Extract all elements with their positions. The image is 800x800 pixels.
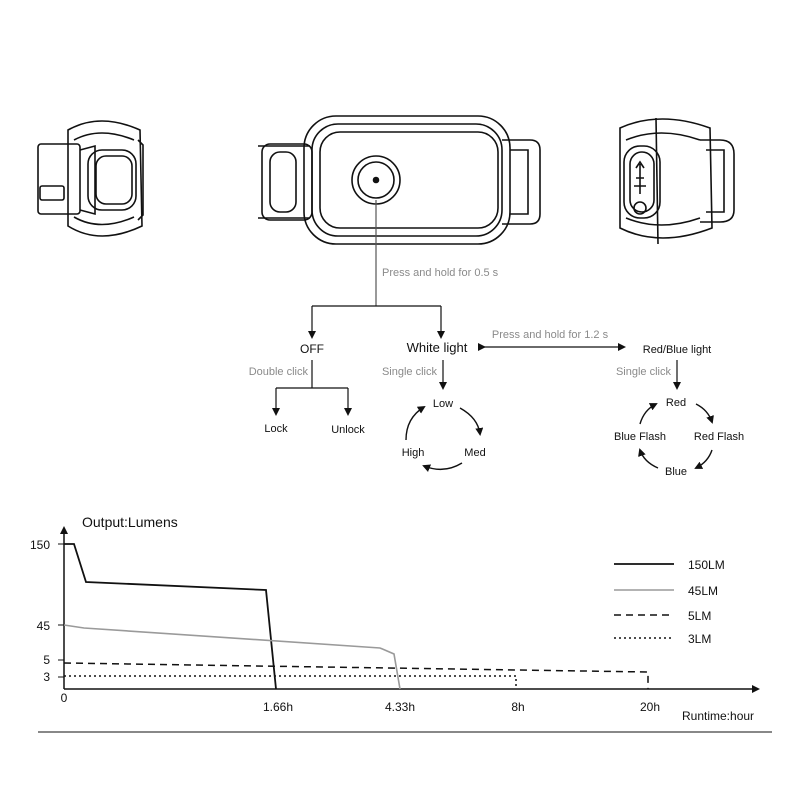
x-tick-0: 0: [61, 691, 68, 705]
x-tick-1-66h: 1.66h: [263, 700, 293, 714]
x-tick-8h: 8h: [511, 700, 524, 714]
headlamp-side-view-right: [619, 117, 735, 245]
hold-short-label: Press and hold for 0.5 s: [382, 267, 499, 279]
flow-diagram: Press and hold for 0.5 s OFF White light…: [249, 200, 744, 478]
legend-3lm-label: 3LM: [688, 632, 711, 646]
blue-flash-label: Blue Flash: [614, 431, 666, 443]
red-blue-light-label: Red/Blue light: [643, 344, 712, 356]
single-click-white-label: Single click: [382, 366, 438, 378]
headlamp-side-view-left: [37, 120, 144, 237]
blue-label: Blue: [665, 466, 687, 478]
med-label: Med: [464, 447, 485, 459]
series-3lm-line: [64, 675, 517, 689]
hold-long-label: Press and hold for 1.2 s: [492, 329, 609, 341]
x-tick-4-33h: 4.33h: [385, 700, 415, 714]
double-click-label: Double click: [249, 366, 309, 378]
y-tick-3: 3: [43, 670, 50, 684]
red-flash-label: Red Flash: [694, 431, 744, 443]
series-150lm-line: [64, 543, 277, 690]
x-tick-20h: 20h: [640, 700, 660, 714]
red-label: Red: [666, 397, 686, 409]
y-tick-150: 150: [30, 538, 50, 552]
y-tick-5: 5: [43, 653, 50, 667]
unlock-label: Unlock: [331, 424, 365, 436]
low-label: Low: [433, 398, 453, 410]
lock-label: Lock: [264, 423, 288, 435]
y-tick-45: 45: [37, 619, 51, 633]
legend-5lm-label: 5LM: [688, 609, 711, 623]
high-label: High: [402, 447, 425, 459]
x-axis-title: Runtime:hour: [682, 709, 754, 723]
legend-45lm-label: 45LM: [688, 584, 718, 598]
headlamp-front-view: [258, 115, 541, 245]
series-5lm-line: [63, 662, 649, 689]
legend-150lm-label: 150LM: [688, 558, 725, 572]
series-45lm-line: [63, 624, 401, 690]
runtime-chart: Output:Lumens Runtime:hour 150 45 5 3 0 …: [30, 514, 772, 733]
off-label: OFF: [300, 342, 324, 356]
white-light-label: White light: [407, 340, 468, 355]
single-click-red-label: Single click: [616, 366, 672, 378]
y-axis-title: Output:Lumens: [82, 514, 178, 530]
